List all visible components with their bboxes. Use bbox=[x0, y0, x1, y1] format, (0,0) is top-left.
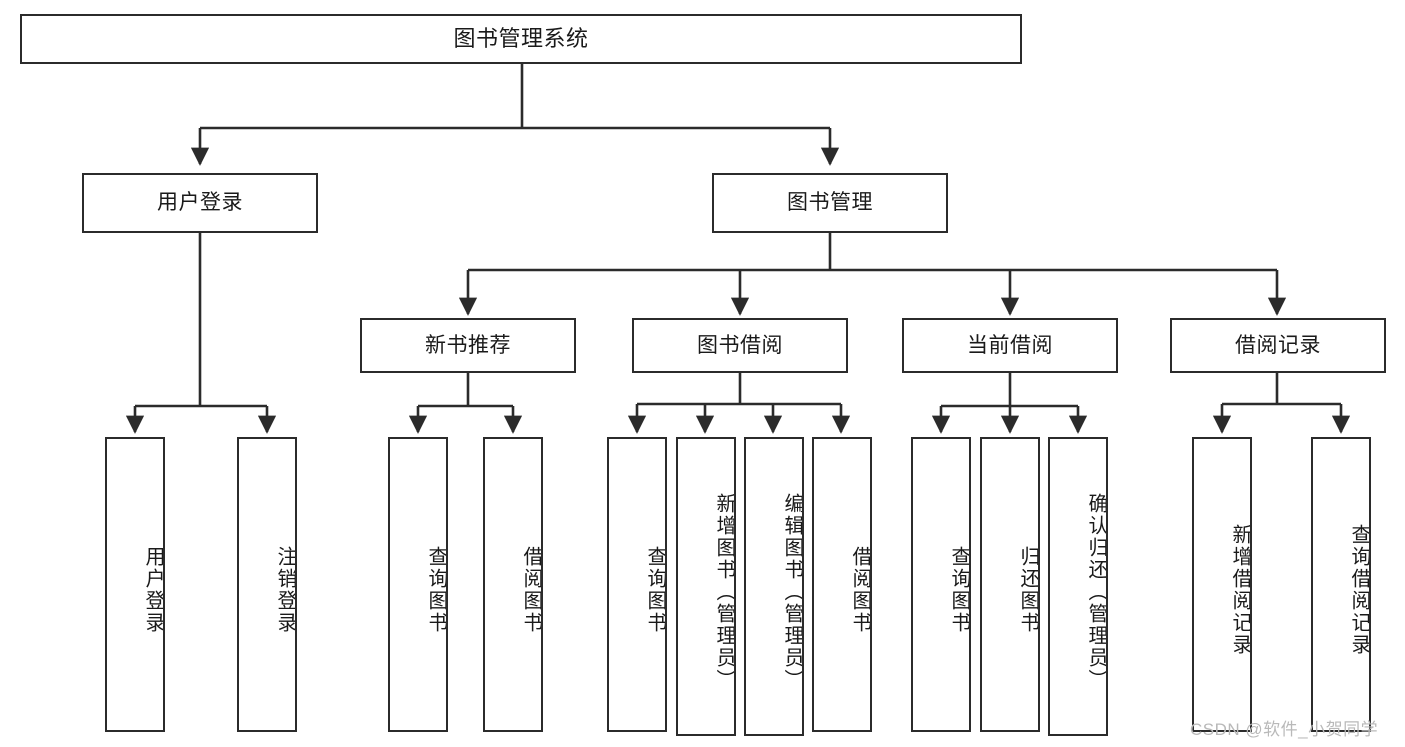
leaf-query-borrow-record[interactable]: 查询借阅记录 bbox=[1311, 437, 1371, 732]
node-label: 用户登录 bbox=[157, 191, 243, 215]
leaf-add-book-admin[interactable]: 新增图书（管理员） bbox=[676, 437, 736, 736]
node-label: 查询借阅记录 bbox=[1348, 523, 1370, 656]
node-root-book-management-system[interactable]: 图书管理系统 bbox=[20, 14, 1022, 64]
node-label: 图书借阅 bbox=[697, 333, 783, 357]
node-label: 确认归还（管理员） bbox=[1085, 492, 1107, 691]
node-label: 归还图书 bbox=[1017, 545, 1039, 634]
node-label: 图书管理 bbox=[787, 191, 873, 215]
node-book-management[interactable]: 图书管理 bbox=[712, 173, 948, 233]
node-label: 用户登录 bbox=[142, 545, 164, 634]
node-label: 新增图书（管理员） bbox=[713, 492, 735, 691]
leaf-query-book-current[interactable]: 查询图书 bbox=[911, 437, 971, 732]
node-book-borrow[interactable]: 图书借阅 bbox=[632, 318, 848, 373]
node-label: 查询图书 bbox=[425, 545, 447, 634]
node-label: 注销登录 bbox=[274, 545, 296, 634]
leaf-return-book[interactable]: 归还图书 bbox=[980, 437, 1040, 732]
node-label: 当前借阅 bbox=[967, 333, 1053, 357]
node-label: 编辑图书（管理员） bbox=[781, 492, 803, 691]
leaf-borrow-book-recommend[interactable]: 借阅图书 bbox=[483, 437, 543, 732]
node-label: 新增借阅记录 bbox=[1229, 523, 1251, 656]
node-label: 借阅记录 bbox=[1235, 333, 1321, 357]
node-label: 查询图书 bbox=[948, 545, 970, 634]
node-label: 查询图书 bbox=[644, 545, 666, 634]
node-current-borrow[interactable]: 当前借阅 bbox=[902, 318, 1118, 373]
leaf-query-book-recommend[interactable]: 查询图书 bbox=[388, 437, 448, 732]
leaf-borrow-book-borrow[interactable]: 借阅图书 bbox=[812, 437, 872, 732]
leaf-query-book-borrow[interactable]: 查询图书 bbox=[607, 437, 667, 732]
node-label: 借阅图书 bbox=[849, 545, 871, 634]
node-label: 借阅图书 bbox=[520, 545, 542, 634]
node-label: 图书管理系统 bbox=[453, 25, 589, 51]
leaf-confirm-return-admin[interactable]: 确认归还（管理员） bbox=[1048, 437, 1108, 736]
node-user-login[interactable]: 用户登录 bbox=[82, 173, 318, 233]
csdn-watermark: CSDN @软件_小贺同学 bbox=[1190, 720, 1379, 739]
leaf-add-borrow-record[interactable]: 新增借阅记录 bbox=[1192, 437, 1252, 732]
leaf-edit-book-admin[interactable]: 编辑图书（管理员） bbox=[744, 437, 804, 736]
node-label: 新书推荐 bbox=[425, 333, 511, 357]
node-borrow-record[interactable]: 借阅记录 bbox=[1170, 318, 1386, 373]
node-new-book-recommend[interactable]: 新书推荐 bbox=[360, 318, 576, 373]
leaf-user-login[interactable]: 用户登录 bbox=[105, 437, 165, 732]
leaf-logout-login[interactable]: 注销登录 bbox=[237, 437, 297, 732]
